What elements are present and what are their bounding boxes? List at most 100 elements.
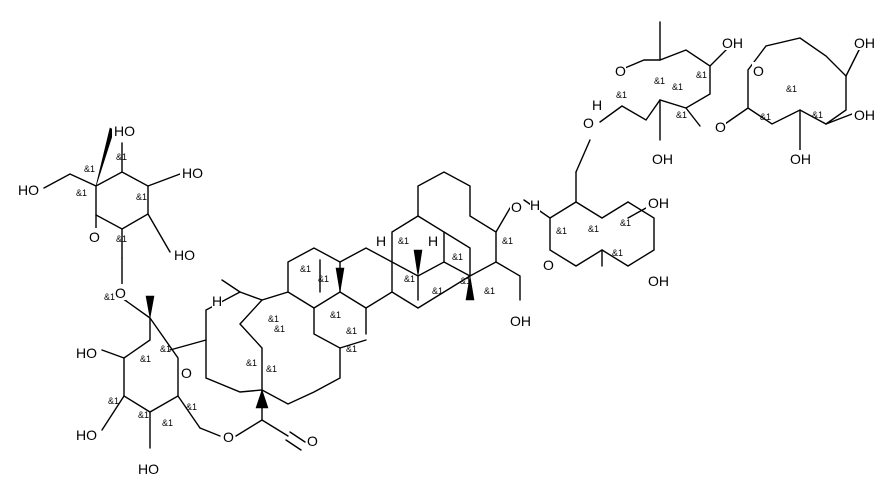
svg-text:HO: HO [138,461,159,477]
svg-text:O: O [715,119,726,135]
hydroxyl-label: OH [508,312,532,329]
svg-text:O: O [615,63,626,79]
hydroxyl-label: OH [646,194,670,211]
stereo-center-label: &1 [460,276,471,286]
stereo-center-label: &1 [620,218,631,228]
hydroxyl-label: HO [180,164,204,181]
hydrogen-label: H [592,96,602,113]
hydroxyl-label: OH [852,34,876,51]
ring-oxygen-label: O [614,62,626,79]
svg-text:OH: OH [510,313,531,329]
bond-lines [43,21,861,451]
hydroxyl-label: HO [16,181,40,198]
glycosidic-oxygen-label: O [114,284,126,301]
svg-text:O: O [223,429,234,445]
svg-text:OH: OH [854,107,875,123]
stereo-center-label: &1 [502,236,513,246]
hydroxyl-label: HO [172,246,196,263]
stereo-center-label: &1 [654,76,665,86]
svg-text:HO: HO [76,345,97,361]
stereo-center-label: &1 [246,358,257,368]
hydrogen-label: H [376,232,386,249]
svg-text:O: O [511,199,522,215]
hydroxyl-label: OH [852,106,876,123]
stereo-center-label: &1 [556,226,567,236]
svg-text:OH: OH [648,273,669,289]
atom-labels: HO HO HO HO O O HO HO O HO O O OH O O OH… [16,34,876,477]
svg-text:H: H [212,293,222,309]
stereo-center-label: &1 [616,90,627,100]
svg-text:O: O [753,63,764,79]
stereo-center-label: &1 [140,354,151,364]
svg-text:HO: HO [18,182,39,198]
stereo-center-label: &1 [760,112,771,122]
stereo-center-label: &1 [274,324,285,334]
carbonyl-oxygen-label: O [306,432,318,449]
stereo-center-label: &1 [346,344,357,354]
stereo-center-label: &1 [266,364,277,374]
stereo-center-label: &1 [136,192,147,202]
svg-text:HO: HO [114,123,135,139]
hydroxyl-label: HO [74,344,98,361]
stereo-center-label: &1 [186,402,197,412]
stereo-center-label: &1 [162,418,173,428]
stereo-center-label: &1 [398,236,409,246]
stereo-center-label: &1 [108,396,119,406]
svg-text:OH: OH [648,195,669,211]
hydrogen-label: H [428,232,438,249]
svg-text:O: O [543,257,554,273]
svg-text:H: H [592,97,602,113]
hydroxyl-label: OH [720,34,744,51]
glycosidic-oxygen-label: O [714,118,726,135]
hydroxyl-label: HO [136,460,160,477]
svg-text:HO: HO [174,247,195,263]
svg-text:OH: OH [854,35,875,51]
stereo-center-label: &1 [812,110,823,120]
svg-text:H: H [428,233,438,249]
stereo-center-label: &1 [452,252,463,262]
hydroxyl-label: OH [646,272,670,289]
stereo-center-label: &1 [116,152,127,162]
svg-text:OH: OH [790,151,811,167]
stereo-center-label: &1 [612,248,623,258]
stereo-center-label: &1 [432,286,443,296]
stereo-center-label: &1 [676,110,687,120]
stereo-wedges [95,127,475,409]
svg-text:O: O [115,285,126,301]
stereo-center-label: &1 [116,234,127,244]
hydrogen-label: H [212,292,222,309]
stereo-center-label: &1 [404,274,415,284]
svg-text:O: O [89,229,100,245]
stereo-annotations: &1&1&1&1&1&1&1&1&1&1&1&1&1&1&1&1&1&1&1&1… [76,70,823,428]
stereo-center-label: &1 [484,286,495,296]
stereo-center-label: &1 [588,224,599,234]
svg-text:H: H [530,197,540,213]
hydroxyl-label: OH [650,150,674,167]
stereo-center-label: &1 [786,84,797,94]
ring-oxygen-label: O [542,256,554,273]
stereo-center-label: &1 [346,326,357,336]
hydroxyl-label: HO [112,122,136,139]
ring-oxygen-label: O [752,62,764,79]
svg-text:OH: OH [722,35,743,51]
hydroxyl-label: HO [74,426,98,443]
stereo-center-label: &1 [696,70,707,80]
stereo-center-label: &1 [138,410,149,420]
stereo-center-label: &1 [160,344,171,354]
svg-text:HO: HO [182,165,203,181]
ring-oxygen-label: O [88,228,100,245]
svg-text:H: H [376,233,386,249]
stereo-center-label: &1 [84,164,95,174]
ring-oxygen-label: O [180,364,192,381]
ester-oxygen-label: O [222,428,234,445]
stereo-center-label: &1 [672,82,683,92]
svg-text:OH: OH [652,151,673,167]
ether-oxygen-label: O [510,198,522,215]
glycosidic-oxygen-label: O [582,114,594,131]
stereo-center-label: &1 [300,264,311,274]
stereo-center-label: &1 [330,310,341,320]
svg-text:HO: HO [76,427,97,443]
stereo-center-label: &1 [104,292,115,302]
stereo-center-label: &1 [318,274,329,284]
